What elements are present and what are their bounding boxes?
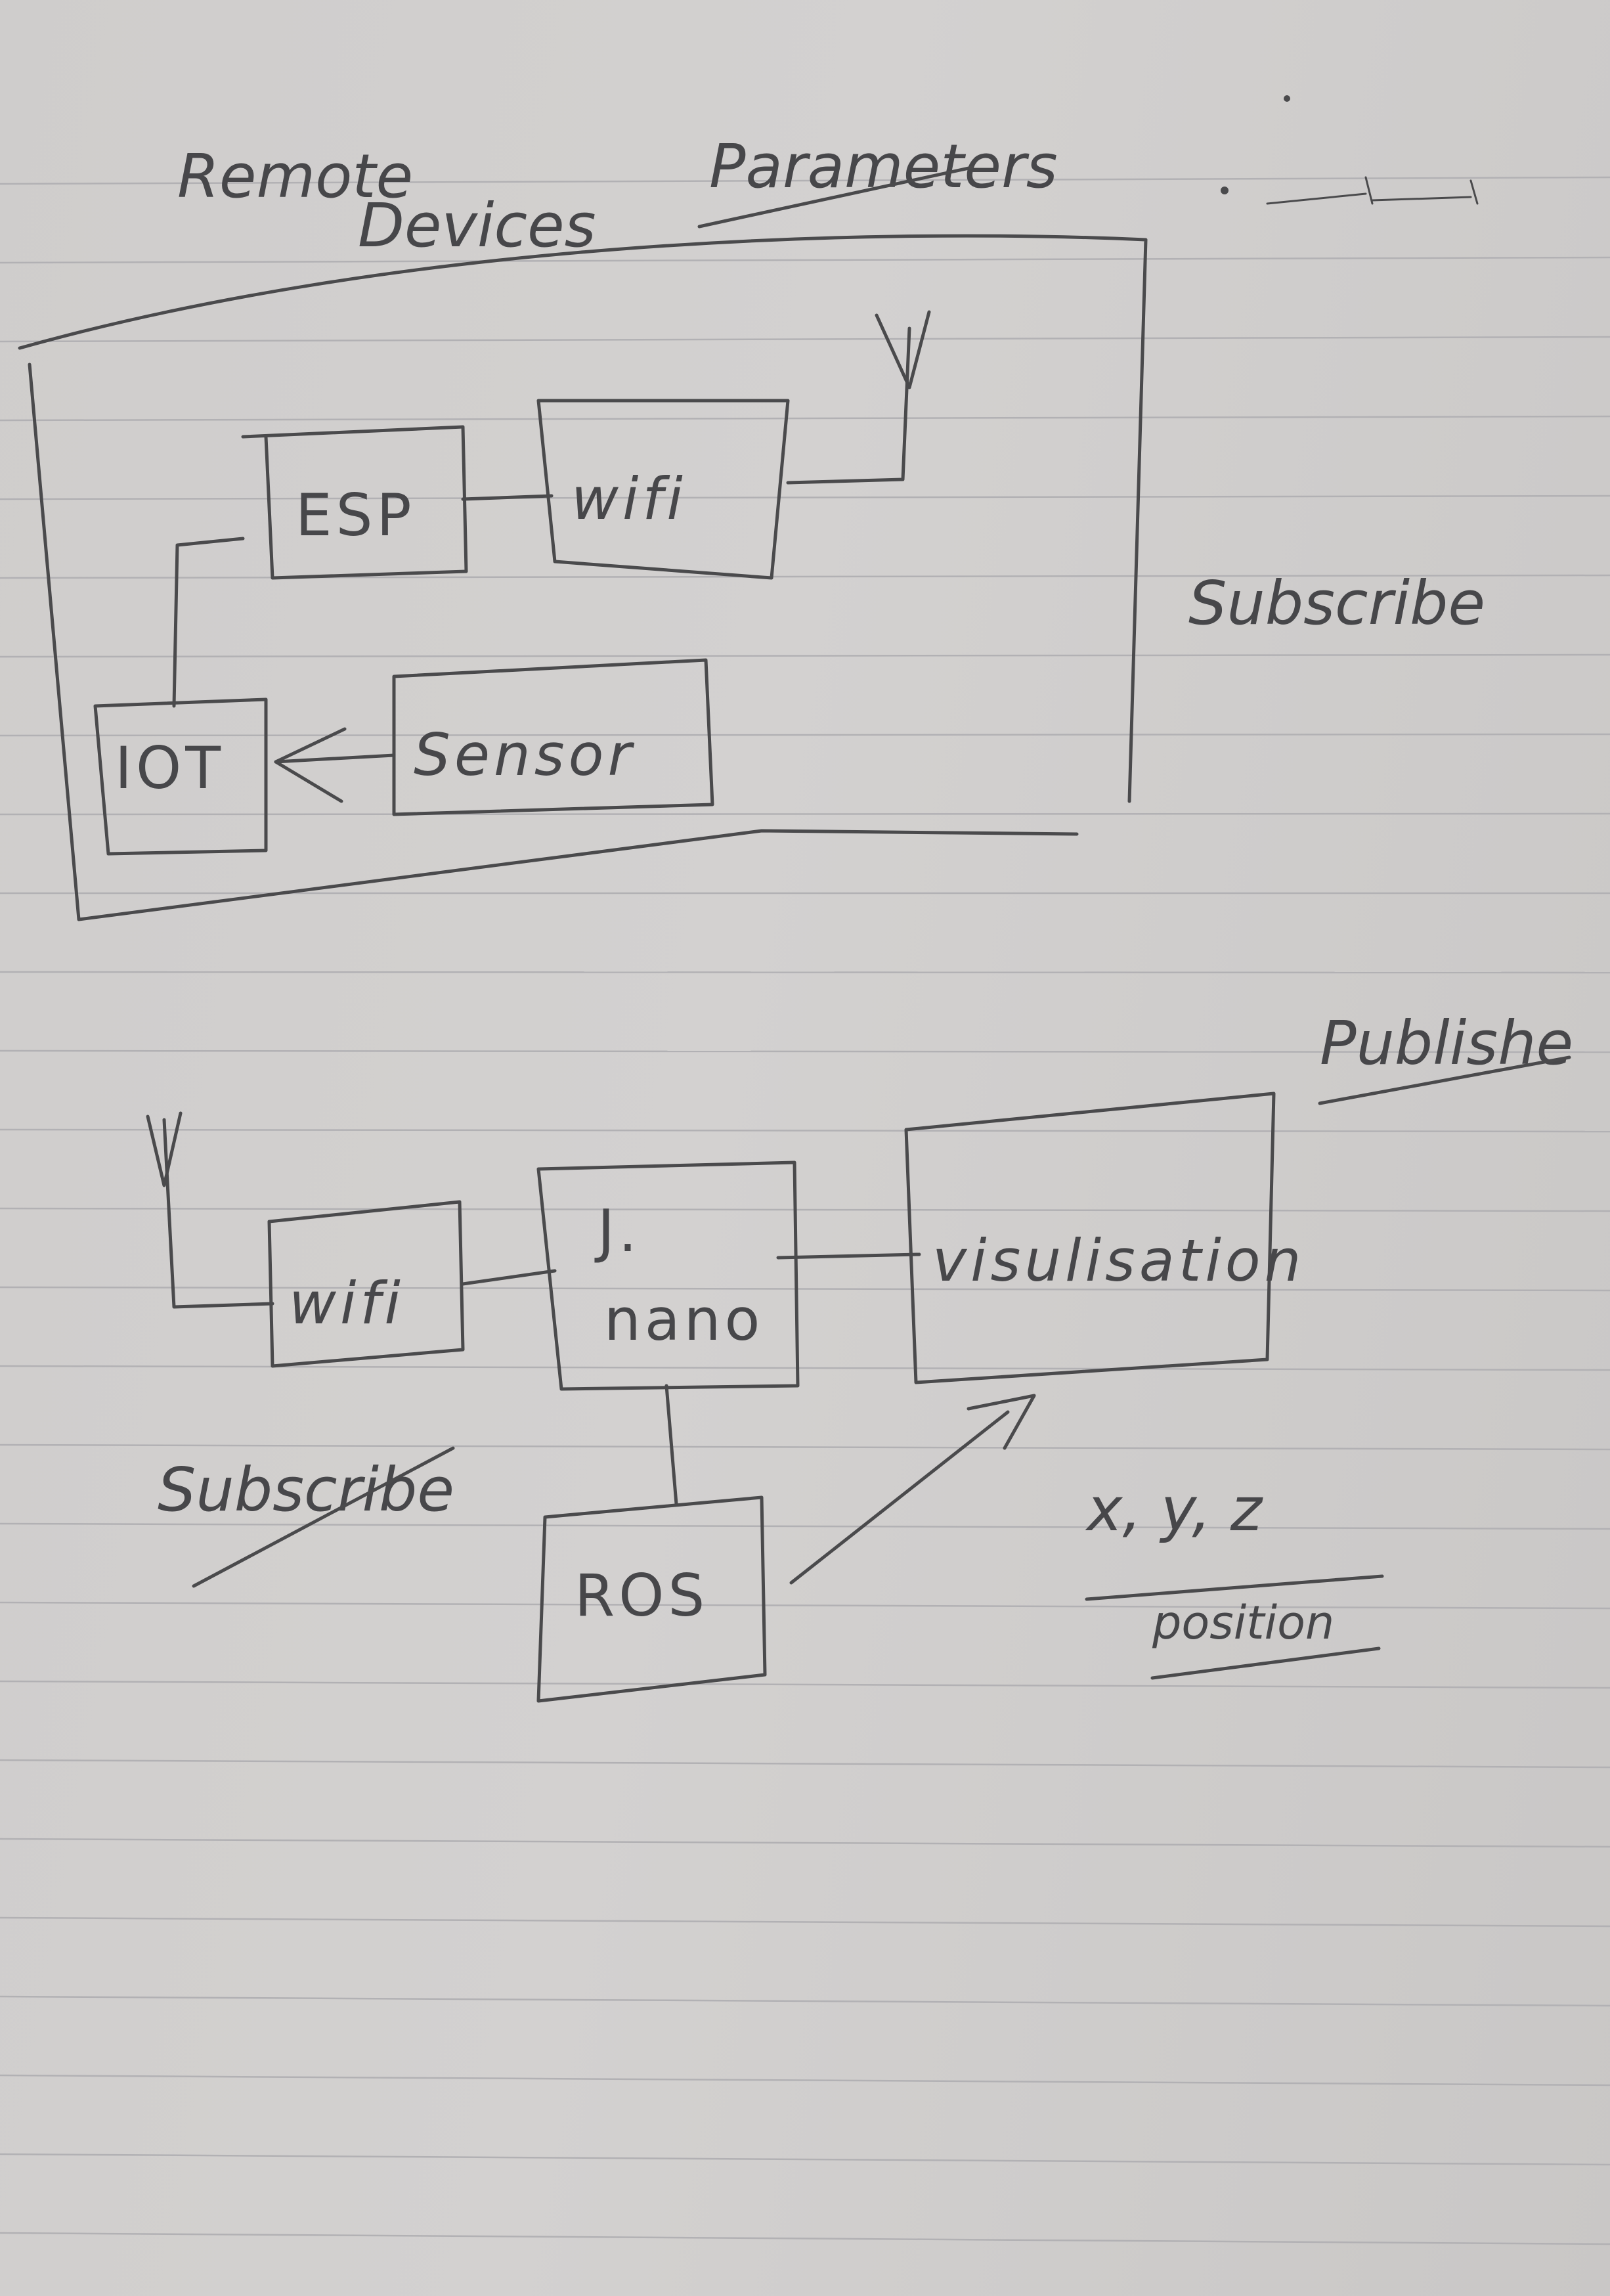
antenna-icon bbox=[786, 310, 931, 485]
sensor-to-iot-arrow bbox=[274, 727, 396, 803]
esp-box: ESP bbox=[241, 425, 468, 580]
wifi-box-top: wifi bbox=[536, 399, 790, 580]
jnano-box: J. nano bbox=[536, 1160, 800, 1391]
iot-box: IOT bbox=[93, 697, 268, 856]
ruled-lines bbox=[0, 176, 1610, 2245]
position-underline bbox=[1150, 1646, 1381, 1680]
position-note: position bbox=[1152, 1596, 1334, 1650]
esp-wifi-link bbox=[461, 494, 554, 501]
ros-to-visual-arrow bbox=[789, 1394, 1036, 1585]
wifi-box-bottom: wifi bbox=[267, 1200, 465, 1368]
jnano-label-2: nano bbox=[604, 1286, 764, 1354]
subscribe-note-top: Subscribe bbox=[1188, 568, 1485, 638]
antenna-icon-bottom bbox=[146, 1111, 274, 1309]
ros-box: ROS bbox=[536, 1495, 767, 1703]
esp-iot-link bbox=[172, 537, 245, 708]
publish-note: Publishe bbox=[1320, 1008, 1573, 1078]
heading-parameters: Parameters bbox=[709, 131, 1058, 202]
sensor-label: Sensor bbox=[414, 721, 636, 789]
publish-underline bbox=[1318, 1055, 1571, 1105]
jnano-ros-link bbox=[664, 1384, 678, 1506]
visualisation-box: visulisation bbox=[904, 1092, 1305, 1384]
wifi-label-top: wifi bbox=[571, 465, 687, 533]
top-enclosure-right bbox=[18, 234, 1148, 803]
ros-label: ROS bbox=[575, 1562, 708, 1629]
heading-underline bbox=[697, 166, 974, 229]
wifi-label-bottom: wifi bbox=[289, 1269, 404, 1337]
date-marks bbox=[1221, 95, 1479, 205]
coords-note: x, y, z bbox=[1085, 1474, 1263, 1545]
visualisation-label: visulisation bbox=[932, 1227, 1305, 1294]
coords-underline bbox=[1085, 1574, 1384, 1601]
jnano-visual-link bbox=[776, 1252, 921, 1260]
heading-devices: Devices bbox=[358, 190, 596, 261]
sensor-box: Sensor bbox=[392, 658, 714, 816]
subscribe-note-bottom: Subscribe bbox=[158, 1455, 454, 1525]
wifi-jnano-link bbox=[461, 1269, 557, 1286]
iot-label: IOT bbox=[115, 734, 225, 802]
esp-label: ESP bbox=[295, 481, 416, 549]
top-enclosure-bottom bbox=[28, 363, 1079, 921]
heading-remote: Remote bbox=[177, 141, 413, 211]
subscribe-strikeline bbox=[192, 1446, 455, 1588]
jnano-label-1: J. bbox=[594, 1197, 641, 1265]
